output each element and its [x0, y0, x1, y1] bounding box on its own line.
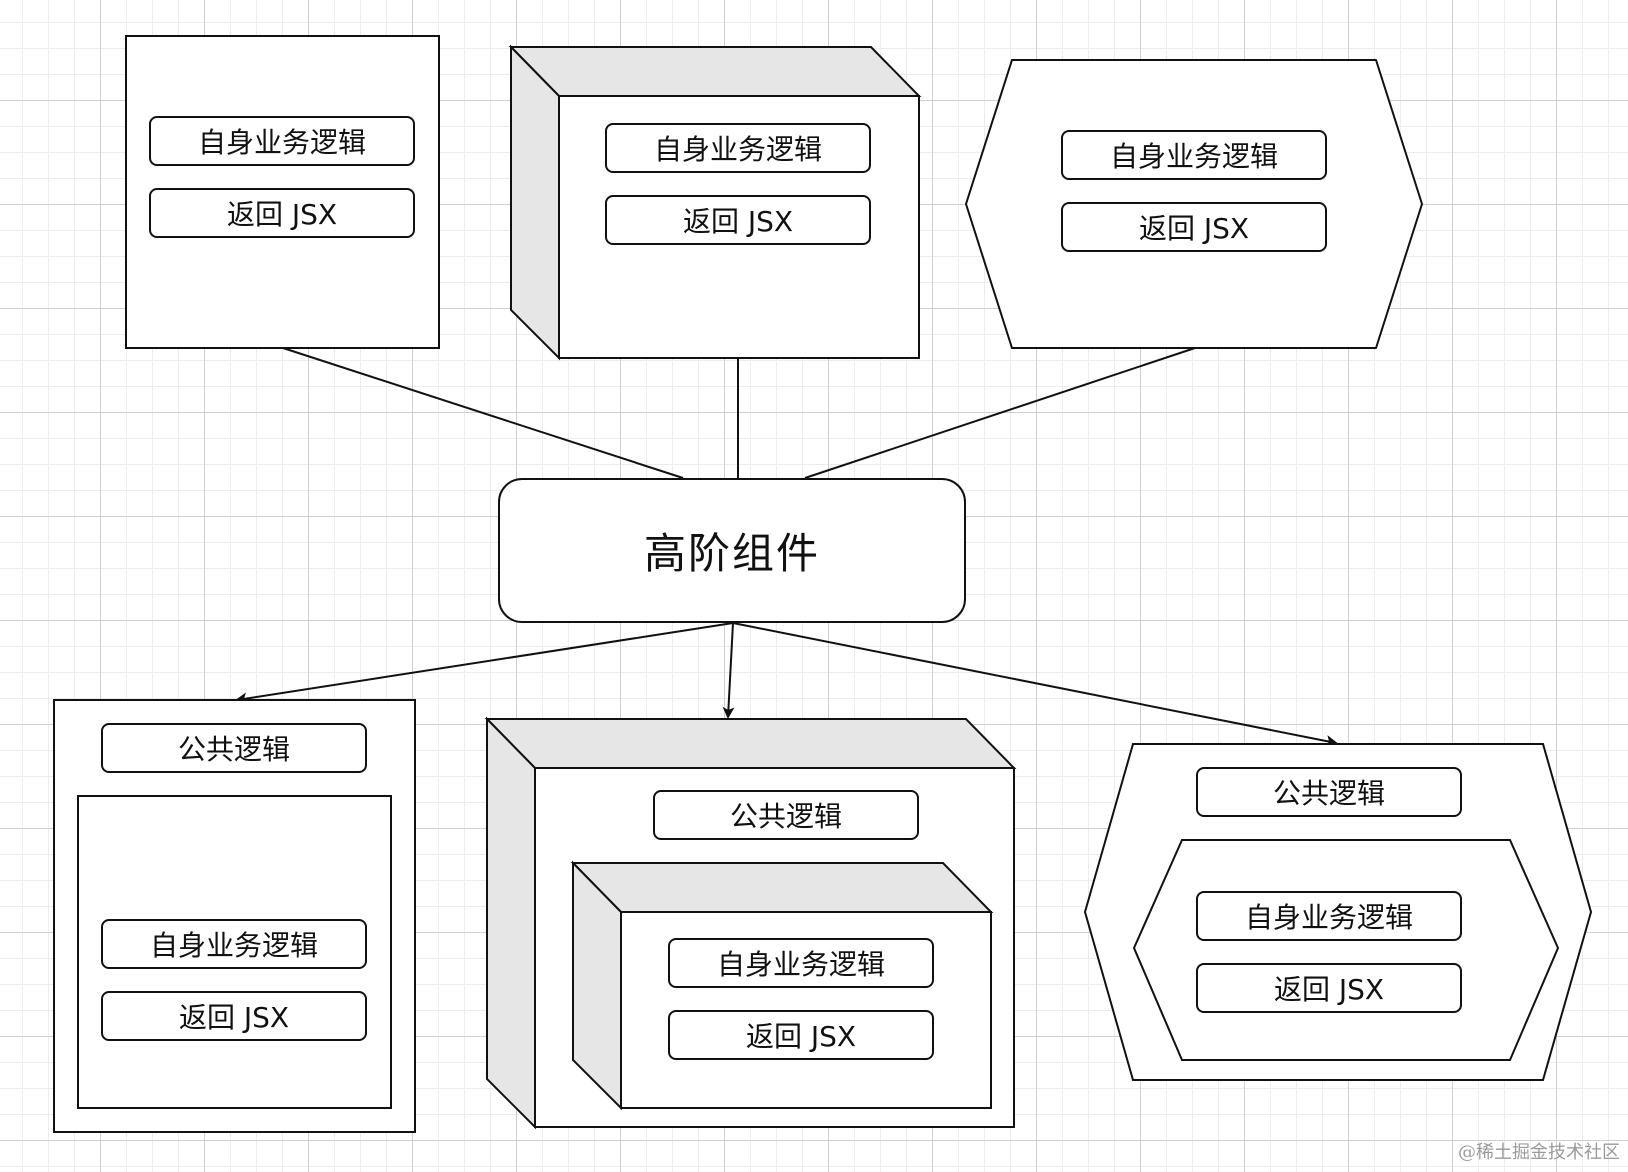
bottom-rect-common-label: 公共逻辑 — [101, 723, 367, 773]
watermark: @稀土掘金技术社区 — [1458, 1142, 1620, 1163]
hoc-box: 高阶组件 — [498, 478, 966, 623]
bottom-rect-jsx-label: 返回 JSX — [101, 991, 367, 1041]
arrow-hoc-to-rect — [235, 622, 734, 705]
bottom-rect-logic-label: 自身业务逻辑 — [101, 919, 367, 969]
top-rect-jsx-label: 返回 JSX — [149, 188, 415, 238]
bottom-cube-logic-label: 自身业务逻辑 — [668, 938, 934, 988]
arrow-hoc-to-hexagon — [732, 622, 1338, 747]
bottom-hexagon-jsx-label: 返回 JSX — [1196, 963, 1462, 1013]
bottom-cube-common-label: 公共逻辑 — [653, 790, 919, 840]
bottom-hexagon-inner — [1132, 839, 1560, 1061]
top-hexagon-logic-label: 自身业务逻辑 — [1061, 130, 1327, 180]
arrow-hoc-to-cube — [722, 622, 735, 719]
top-cube-logic-label: 自身业务逻辑 — [605, 123, 871, 173]
connector-hexagon-to-hoc — [804, 347, 1196, 479]
top-hexagon-jsx-label: 返回 JSX — [1061, 202, 1327, 252]
connector-rect-to-hoc — [282, 347, 684, 479]
top-cube-jsx-label: 返回 JSX — [605, 195, 871, 245]
top-rect-logic-label: 自身业务逻辑 — [149, 116, 415, 166]
bottom-cube-jsx-label: 返回 JSX — [668, 1010, 934, 1060]
bottom-hexagon-common-label: 公共逻辑 — [1196, 767, 1462, 817]
bottom-hexagon-logic-label: 自身业务逻辑 — [1196, 891, 1462, 941]
